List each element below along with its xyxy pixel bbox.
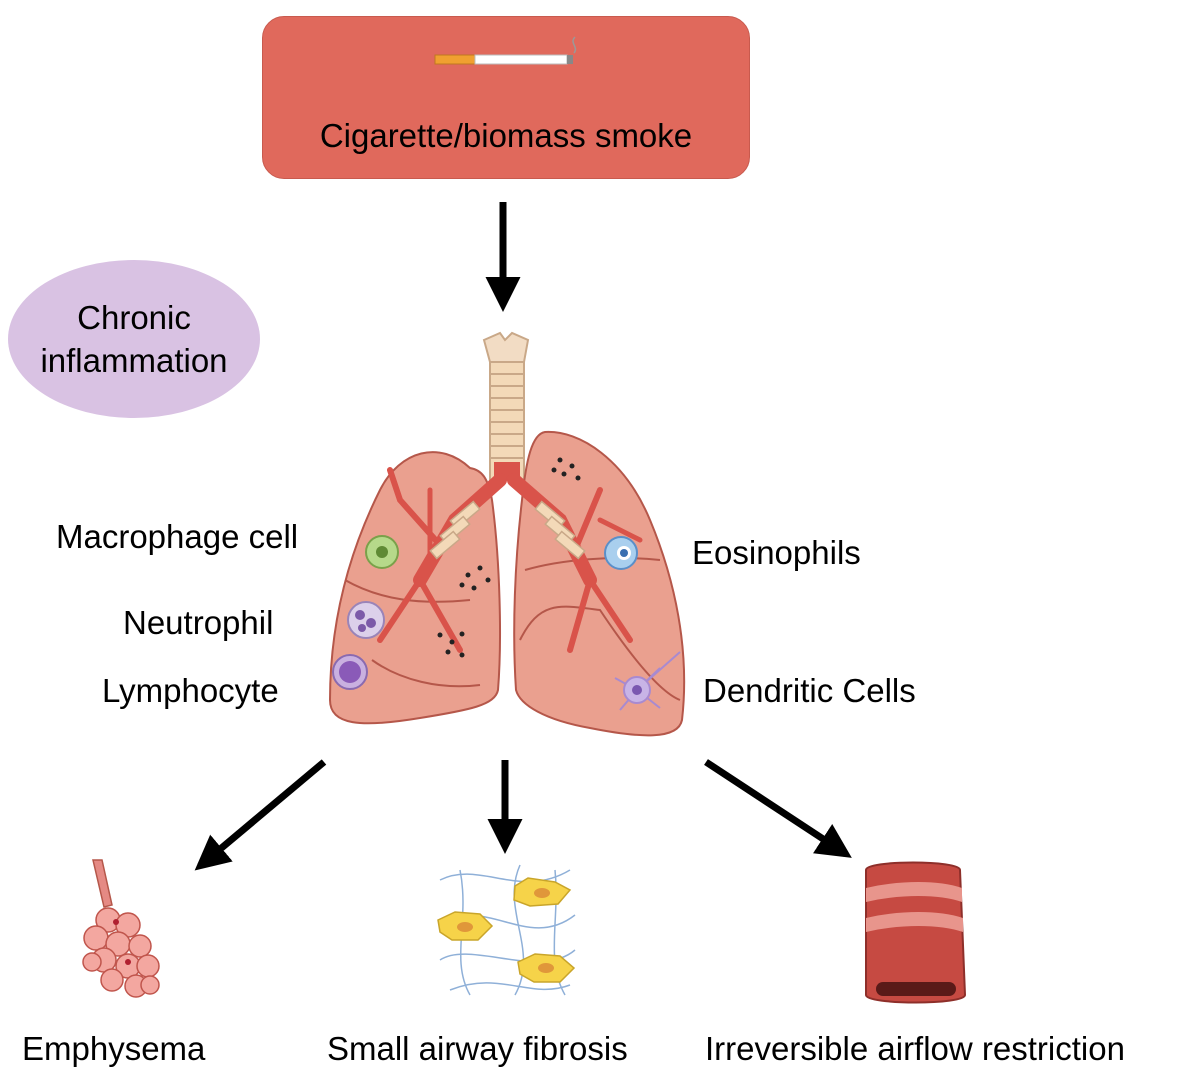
eosinophil-icon	[604, 536, 638, 570]
macrophage-icon	[365, 535, 399, 569]
label-neutrophil: Neutrophil	[123, 604, 274, 641]
label-emphysema: Emphysema	[22, 1030, 206, 1067]
badge-line-1: Chronic	[77, 299, 191, 336]
neutrophil-icon	[347, 601, 385, 639]
chronic-inflammation-badge: Chronic inflammation	[8, 260, 260, 418]
dendritic-cell-icon	[614, 651, 681, 711]
right-lung-icon	[513, 430, 686, 737]
badge-line-2: inflammation	[40, 342, 228, 379]
trachea-icon	[489, 361, 525, 481]
label-macrophage: Macrophage cell	[56, 518, 299, 555]
alveoli-icon	[82, 859, 160, 998]
airway-tube-icon	[865, 861, 967, 1004]
label-eosinophils: Eosinophils	[692, 534, 861, 571]
smoke-source-label: Cigarette/biomass smoke	[319, 117, 693, 154]
smoke-particles	[437, 457, 581, 658]
label-dendritic-cells: Dendritic Cells	[703, 672, 916, 709]
lymphocyte-icon	[332, 654, 368, 690]
label-irreversible-airflow-restriction: Irreversible airflow restriction	[705, 1030, 1125, 1067]
smoke-source-box: Cigarette/biomass smoke	[262, 16, 750, 179]
arrow-to-emphysema	[194, 759, 327, 871]
label-lymphocyte: Lymphocyte	[102, 672, 279, 709]
fibrosis-icon	[437, 864, 576, 996]
cigarette-icon	[434, 36, 577, 65]
label-small-airway-fibrosis: Small airway fibrosis	[327, 1030, 628, 1067]
arrow-to-restriction	[704, 759, 852, 858]
